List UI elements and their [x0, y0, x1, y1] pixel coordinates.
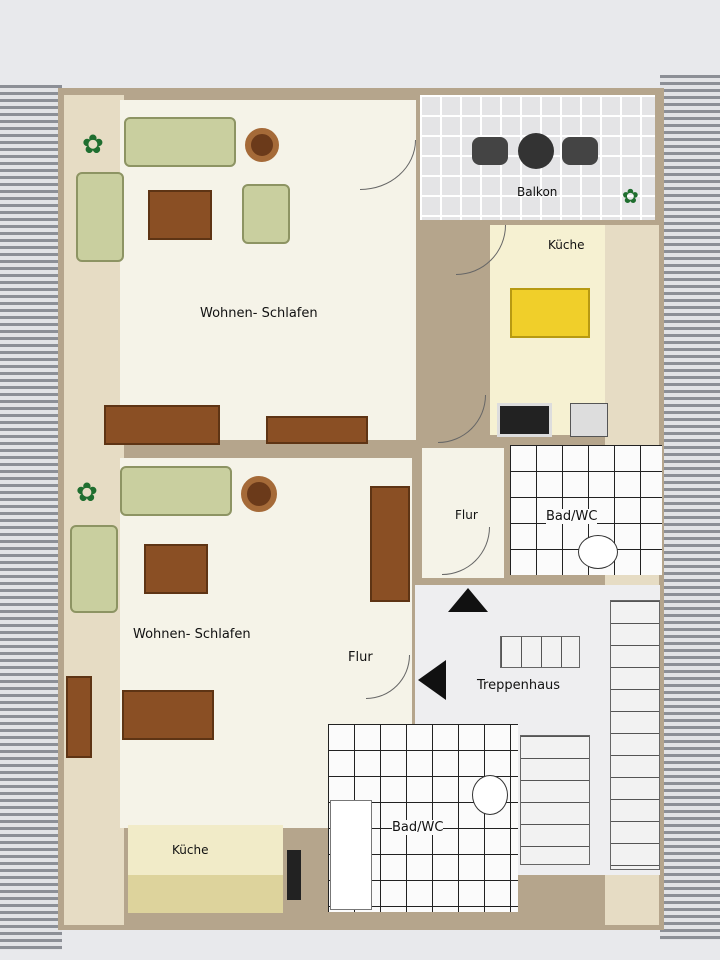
lamp-icon [245, 128, 279, 162]
label-living-top: Wohnen- Schlafen [200, 306, 318, 321]
sideboard-icon [66, 676, 92, 758]
label-hall-bottom: Flur [348, 650, 373, 665]
sofa-icon [124, 117, 236, 167]
sink-icon [287, 850, 301, 900]
rug-icon [144, 544, 208, 594]
bathtub-icon [330, 800, 372, 910]
stove-icon [570, 403, 608, 437]
table-icon [510, 288, 590, 338]
plant-icon: ✿ [76, 478, 98, 508]
label-balcony: Balkon [517, 185, 558, 199]
stairs-icon [500, 636, 580, 668]
sofa-icon [120, 466, 232, 516]
stairs-icon [610, 600, 660, 870]
stairs-icon [520, 735, 590, 865]
kitchen-counter-bottom [128, 875, 283, 913]
table-icon [470, 133, 600, 169]
plant-icon: ✿ [622, 184, 639, 208]
label-kitchen-bottom: Küche [172, 843, 209, 857]
plant-icon: ✿ [82, 130, 104, 160]
arrow-up-icon [448, 588, 488, 612]
rug-icon [148, 190, 212, 240]
sideboard-icon [266, 416, 368, 444]
label-staircase: Treppenhaus [477, 678, 561, 693]
label-living-bottom: Wohnen- Schlafen [133, 627, 251, 642]
sideboard-icon [104, 405, 220, 445]
label-bath-right: Bad/WC [546, 509, 598, 524]
sideboard-icon [370, 486, 410, 602]
table-icon [122, 690, 214, 740]
armchair-icon [70, 525, 118, 613]
label-kitchen-top: Küche [548, 238, 585, 252]
toilet-icon [472, 775, 508, 815]
roof-left [0, 85, 62, 950]
label-hall-right: Flur [455, 508, 478, 522]
roof-right [660, 75, 720, 940]
toilet-icon [578, 535, 618, 569]
armchair-icon [242, 184, 290, 244]
sink-icon [497, 403, 552, 437]
lamp-icon [241, 476, 277, 512]
arrow-left-icon [418, 660, 446, 700]
label-bath-bottom: Bad/WC [392, 820, 444, 835]
armchair-icon [76, 172, 124, 262]
